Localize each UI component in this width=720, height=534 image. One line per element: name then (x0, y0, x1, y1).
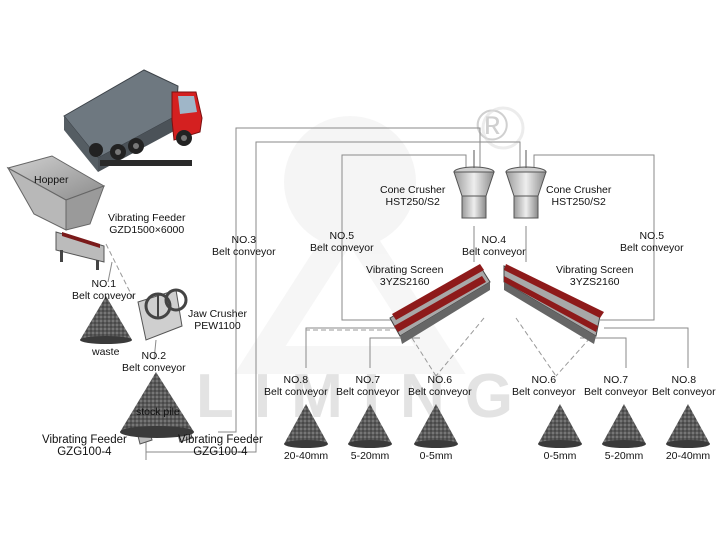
product-label-1: 20-40mm (283, 450, 329, 462)
jaw-crusher (137, 288, 188, 341)
label-hopper: Hopper (34, 174, 69, 186)
product-label-6: 20-40mm (665, 450, 711, 462)
vibrating-screen-left-shape (389, 264, 491, 344)
belt-line-no2 (153, 339, 157, 361)
dist-left-outer (305, 327, 396, 368)
product-label-5: 5-20mm (604, 450, 644, 462)
product-label-2: 5-20mm (350, 450, 390, 462)
cone-crusher-right-shape (505, 150, 547, 219)
vibrating-feeder-top (55, 231, 105, 270)
product-pile-3 (414, 404, 458, 448)
belt-line-no5-right (533, 154, 655, 321)
belt-line-no3-inner (200, 141, 521, 453)
pile-stock (120, 372, 194, 438)
belt-line-no3 (218, 127, 481, 433)
dist-right-outer (604, 327, 689, 368)
product-pile-1 (284, 404, 328, 448)
conveyor-lines (107, 127, 689, 460)
label-stock-pile: stock pile (136, 406, 180, 418)
product-label-3: 0-5mm (419, 450, 453, 462)
cone-crusher-left-shape (453, 150, 495, 219)
label-waste: waste (92, 346, 120, 358)
dashed-flows (105, 243, 591, 377)
watermark-text: LIMING (196, 362, 533, 431)
vibrating-screen-right-shape (503, 264, 604, 344)
hopper-shape (6, 155, 106, 231)
product-piles (284, 404, 710, 448)
dist-right-mid (580, 337, 627, 368)
dump-truck (63, 69, 203, 172)
belt-line-no1 (107, 261, 113, 283)
product-pile-5 (602, 404, 646, 448)
product-pile-6 (666, 404, 710, 448)
pile-waste (80, 296, 132, 344)
product-pile-2 (348, 404, 392, 448)
product-pile-4 (538, 404, 582, 448)
belt-line-no5-left (341, 154, 467, 321)
product-label-4: 0-5mm (543, 450, 577, 462)
logo-watermark (234, 106, 525, 374)
